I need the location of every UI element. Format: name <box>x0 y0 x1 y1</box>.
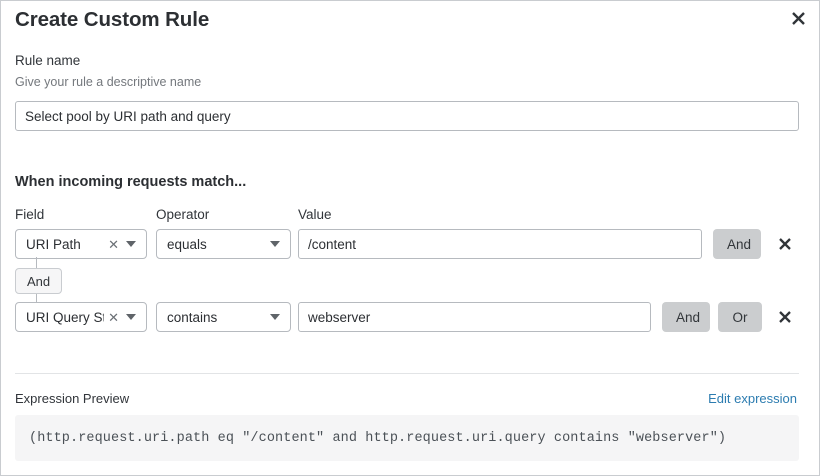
operator-select-1-value: equals <box>167 236 207 252</box>
chevron-down-icon <box>270 241 280 247</box>
or-button-2[interactable]: Or <box>718 302 762 332</box>
field-select-2-value: URI Query St... <box>26 309 104 325</box>
conditions-heading: When incoming requests match... <box>15 174 247 190</box>
clear-icon[interactable]: ✕ <box>108 236 119 252</box>
remove-icon <box>779 311 791 323</box>
close-glyph <box>791 11 805 25</box>
connector-line-bottom <box>36 294 37 304</box>
expression-preview-label: Expression Preview <box>15 391 130 406</box>
field-select-1[interactable]: URI Path ✕ <box>15 229 147 259</box>
rule-name-label: Rule name <box>15 53 81 68</box>
edit-expression-link[interactable]: Edit expression <box>708 391 797 406</box>
operator-select-1[interactable]: equals <box>156 229 291 259</box>
chevron-down-icon <box>270 314 280 320</box>
column-header-value: Value <box>298 207 332 222</box>
expression-preview-text: (http.request.uri.path eq "/content" and… <box>29 430 727 446</box>
rule-name-help-text: Give your rule a descriptive name <box>15 75 202 89</box>
dialog-title: Create Custom Rule <box>15 8 210 31</box>
clear-icon[interactable]: ✕ <box>108 309 119 325</box>
connector-and-badge[interactable]: And <box>15 268 63 294</box>
and-button-1[interactable]: And <box>713 229 761 259</box>
condition-row: URI Path ✕ equals And <box>1 229 819 259</box>
close-icon[interactable] <box>786 6 810 30</box>
operator-select-2-value: contains <box>167 309 218 325</box>
chevron-down-icon <box>126 314 136 320</box>
field-select-1-value: URI Path <box>26 236 81 252</box>
condition-row: URI Query St... ✕ contains And Or <box>1 302 819 332</box>
connector-line-top <box>36 257 37 268</box>
chevron-down-icon <box>126 241 136 247</box>
field-select-2[interactable]: URI Query St... ✕ <box>15 302 147 332</box>
remove-condition-button-2[interactable] <box>773 305 797 329</box>
remove-icon <box>779 238 791 250</box>
column-header-field: Field <box>15 207 45 222</box>
value-input-2[interactable] <box>298 302 651 332</box>
expression-preview-box: (http.request.uri.path eq "/content" and… <box>15 415 799 461</box>
section-divider <box>15 373 799 374</box>
remove-condition-button-1[interactable] <box>773 232 797 256</box>
rule-name-input[interactable] <box>15 101 799 131</box>
and-button-2[interactable]: And <box>662 302 710 332</box>
column-header-operator: Operator <box>156 207 210 222</box>
operator-select-2[interactable]: contains <box>156 302 291 332</box>
value-input-1[interactable] <box>298 229 702 259</box>
